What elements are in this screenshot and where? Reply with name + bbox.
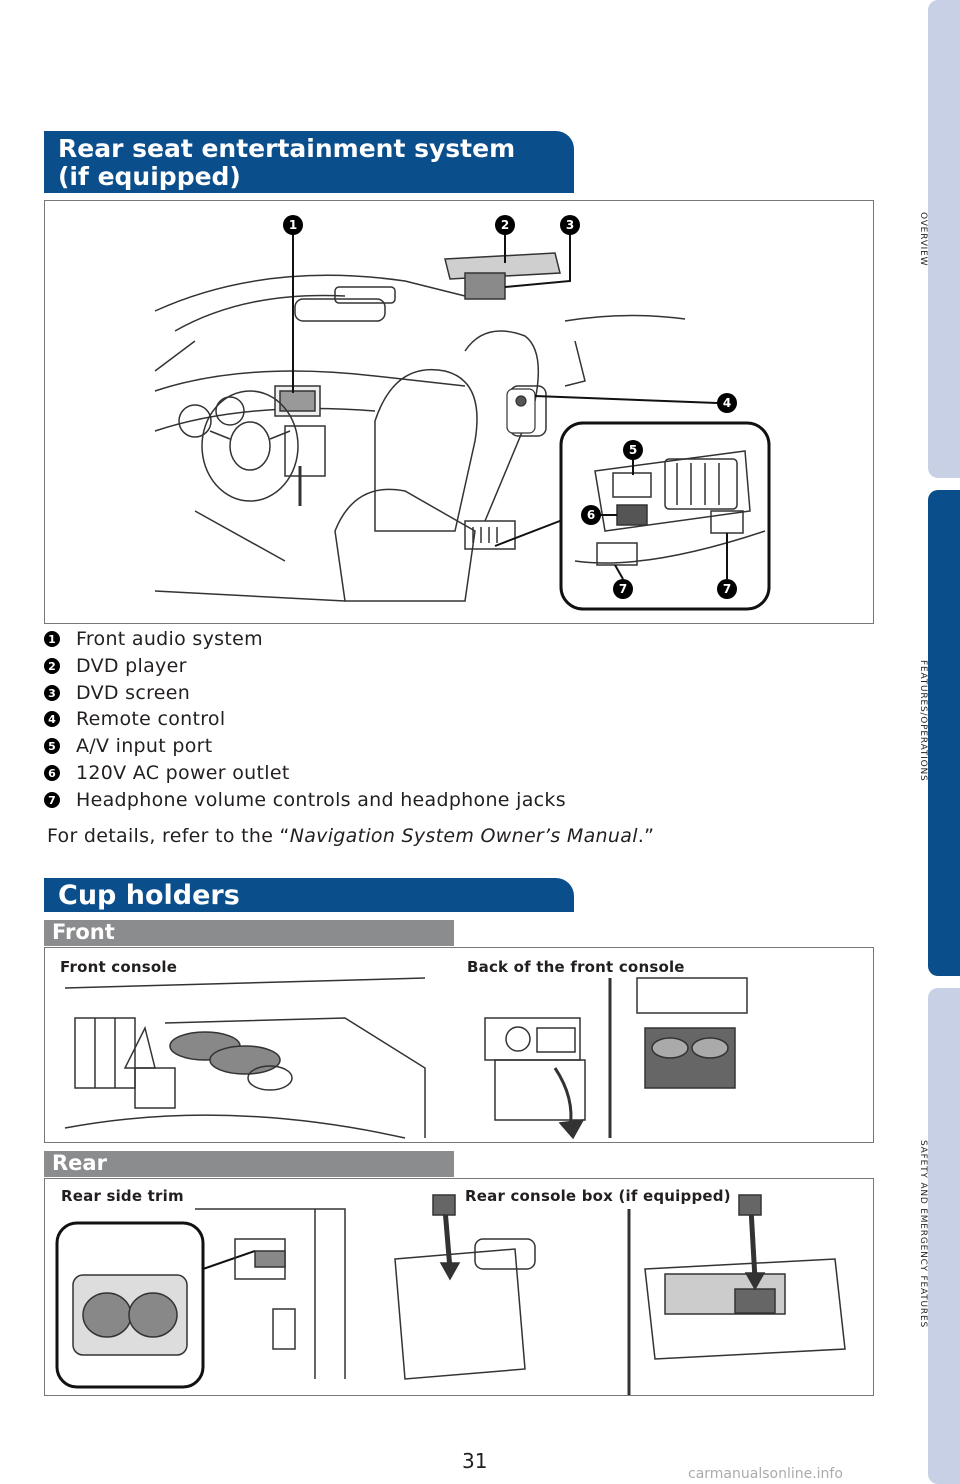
legend-text: 120V AC power outlet	[76, 762, 290, 784]
side-tabs	[928, 0, 960, 1484]
legend-item: 6 120V AC power outlet	[44, 760, 290, 786]
legend-item: 7 Headphone volume controls and headphon…	[44, 787, 566, 813]
svg-text:6: 6	[587, 508, 595, 522]
rear-seat-entertainment-header: Rear seat entertainment system (if equip…	[44, 131, 574, 193]
safety-features-tab-label: SAFETY AND EMERGENCY FEATURES	[918, 1140, 928, 1328]
legend-text: Front audio system	[76, 628, 263, 650]
vehicle-interior-drawing: 1 2 3 4 5 6 7 7	[154, 215, 771, 611]
rear-cup-holder-illustration	[44, 1178, 874, 1396]
legend-text: Headphone volume controls and headphone …	[76, 789, 566, 811]
svg-text:7: 7	[723, 582, 731, 596]
front-cup-holder-illustration	[44, 947, 874, 1143]
reference-prefix: For details, refer to the “	[47, 825, 290, 847]
front-console-drawing	[64, 977, 748, 1140]
legend-item: 2 DVD player	[44, 653, 187, 679]
rear-side-trim-caption: Rear side trim	[61, 1187, 184, 1205]
features-operations-tab-label: FEATURES/OPERATIONS	[918, 660, 928, 782]
rear-subheader: Rear	[44, 1151, 454, 1177]
badge-number: 2	[44, 658, 60, 674]
features-operations-tab[interactable]	[928, 490, 960, 976]
badge-number: 5	[44, 738, 60, 754]
front-subheader: Front	[44, 920, 454, 946]
svg-text:5: 5	[629, 443, 637, 457]
rear-label: Rear	[52, 1151, 107, 1175]
legend-item: 3 DVD screen	[44, 680, 190, 706]
safety-features-tab[interactable]	[928, 988, 960, 1484]
rear-console-box-caption: Rear console box (if equipped)	[465, 1187, 731, 1205]
header-title-line1: Rear seat entertainment system	[58, 134, 516, 163]
svg-text:7: 7	[619, 582, 627, 596]
legend-item: 4 Remote control	[44, 706, 225, 732]
manual-title: Navigation System Owner’s Manual	[289, 825, 638, 847]
svg-text:1: 1	[289, 218, 297, 232]
rear-seat-entertainment-illustration: 1 2 3 4 5 6 7 7	[44, 200, 874, 624]
front-label: Front	[52, 920, 115, 944]
cup-holders-title: Cup holders	[58, 880, 240, 911]
legend-text: Remote control	[76, 708, 226, 730]
header-title-line2: (if equipped)	[58, 162, 241, 191]
cup-holders-header: Cup holders	[44, 878, 574, 912]
badge-number: 7	[44, 792, 60, 808]
badge-number: 6	[44, 765, 60, 781]
watermark: carmanualsonline.info	[688, 1466, 843, 1482]
svg-text:3: 3	[566, 218, 574, 232]
badge-number: 4	[44, 711, 60, 727]
legend-item: 5 A/V input port	[44, 733, 213, 759]
overview-tab[interactable]	[928, 0, 960, 478]
reference-suffix: .”	[637, 825, 655, 847]
legend-text: DVD player	[76, 655, 187, 677]
rear-cup-holder-drawing	[55, 1194, 846, 1395]
manual-reference-note: For details, refer to the “Navigation Sy…	[47, 825, 654, 847]
legend-item: 1 Front audio system	[44, 626, 263, 652]
front-console-caption: Front console	[60, 958, 178, 976]
svg-text:2: 2	[501, 218, 509, 232]
svg-text:4: 4	[723, 396, 731, 410]
legend-text: DVD screen	[76, 682, 191, 704]
page-number: 31	[462, 1449, 488, 1473]
badge-number: 3	[44, 685, 60, 701]
callout-badges: 1 2 3 4 5 6 7 7	[283, 215, 737, 599]
legend-text: A/V input port	[76, 735, 213, 757]
overview-tab-label: OVERVIEW	[918, 212, 928, 267]
badge-number: 1	[44, 631, 60, 647]
back-front-console-caption: Back of the front console	[467, 958, 685, 976]
